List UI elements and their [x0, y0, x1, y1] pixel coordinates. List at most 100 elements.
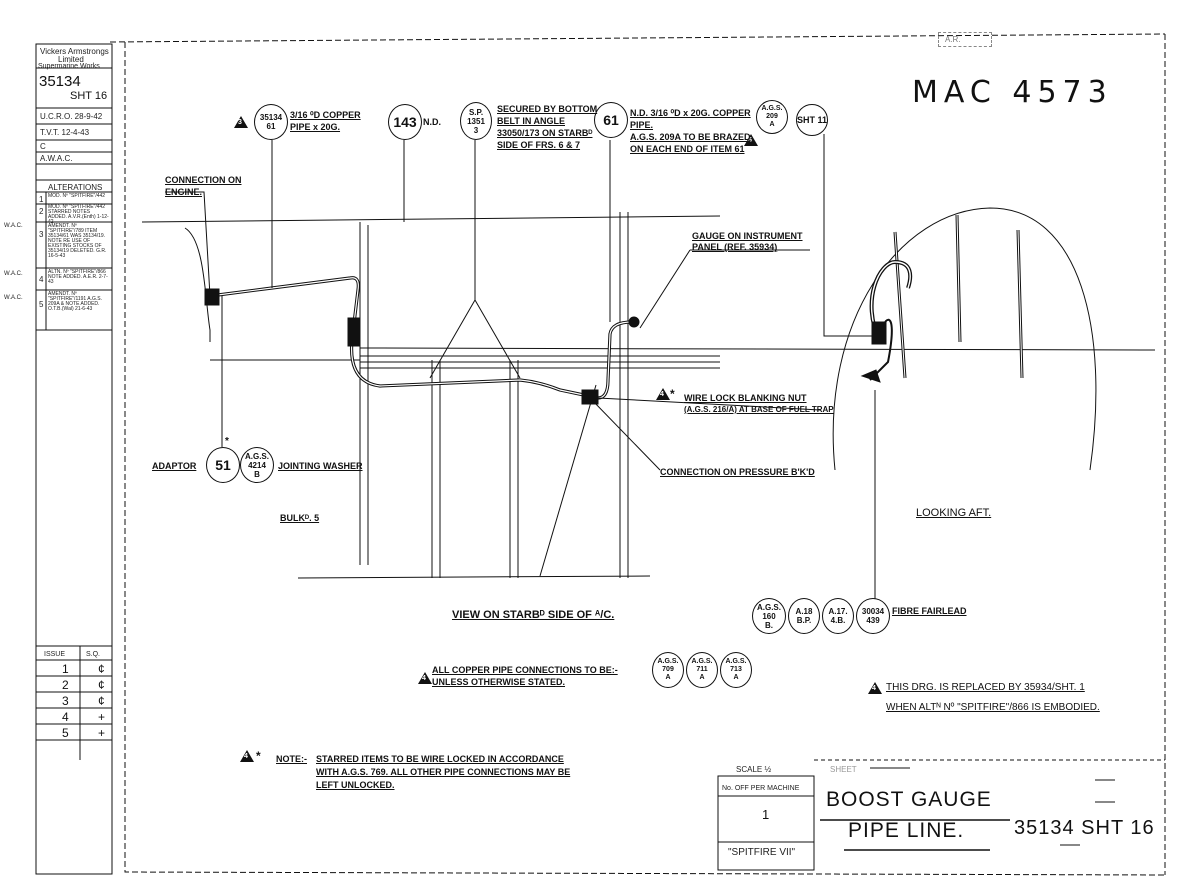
issue-num: 1: [62, 662, 69, 676]
sheet-label: SHEET: [830, 765, 857, 774]
callout-nd-copper-2: PIPE.: [630, 120, 654, 130]
callout-wire-lock-1: WIRE LOCK BLANKING NUT: [684, 393, 807, 403]
aft-frame-arc: [832, 207, 1097, 471]
bracket-diag: [539, 384, 597, 577]
callout-secured-1: SECURED BY BOTTOM: [497, 104, 598, 114]
ucr-date: U.C.R.O. 28-9-42: [40, 112, 103, 121]
callout-jointing-washer: JOINTING WASHER: [278, 461, 363, 471]
callout-wire-lock-2: (A.G.S. 216/A) AT BASE OF FUEL TRAP: [684, 405, 834, 414]
bulkhead-label: BULKᴰ. 5: [280, 513, 320, 523]
callout-ags209-1: A.G.S. 209A TO BE BRAZED: [630, 132, 751, 142]
alteration-num: 4: [39, 275, 44, 284]
bubble-51: 51: [206, 447, 240, 483]
alteration-text: MOD. Nº "SPITFIRE"/442: [48, 193, 106, 199]
all-copper-1: ALL COPPER PIPE CONNECTIONS TO BE:-: [432, 665, 618, 675]
alteration-text: AMENDT. Nº "SPITFIRE"/1191 A.G.S. 209A &…: [48, 291, 103, 312]
longerons: [210, 347, 1156, 369]
note-line-3: LEFT UNLOCKED.: [316, 780, 395, 790]
wac-label: W.A.C.: [4, 223, 23, 229]
callout-secured-3: 33050/173 ON STARBᴰ: [497, 128, 593, 138]
alteration-text: ALTN. Nº "SPITFIRE"/866 NOTE ADDED. A.E.…: [48, 269, 108, 285]
wac-label: W.A.C.: [4, 295, 23, 301]
star-mark: *: [670, 387, 675, 401]
c-label: C: [40, 142, 46, 151]
strip-drawing-number: 35134: [39, 73, 81, 90]
issue-num: 3: [62, 694, 69, 708]
callout-copper-pipe-2: PIPE x 20G.: [290, 122, 341, 132]
star-mark: *: [256, 749, 261, 763]
callout-connection-engine-2: ENGINE.: [165, 187, 203, 197]
callout-gauge-2: PANEL (REF. 35934): [692, 242, 778, 252]
bubble-a17-4b: A.17.4.B.: [822, 598, 854, 634]
replaced-note-2: WHEN ALTᴺ Nº "SPITFIRE"/866 IS EMBODIED.: [886, 702, 1100, 713]
issue-num: 2: [62, 678, 69, 692]
revision-triangle: 4: [656, 388, 670, 400]
note-line-2: WITH A.G.S. 769. ALL OTHER PIPE CONNECTI…: [316, 767, 571, 777]
callout-nd-copper-1: N.D. 3/16 ⁰D x 20G. COPPER: [630, 108, 751, 118]
title-strip: [35, 43, 113, 875]
wac-label: W.A.C.: [4, 271, 23, 277]
revision-triangle: 3: [234, 116, 248, 128]
revision-triangle: 4: [240, 750, 254, 762]
issue-sq: +: [98, 710, 106, 724]
revision-triangle: 4: [418, 672, 432, 684]
view-label: VIEW ON STARBᴰ SIDE OF ᴬ/C.: [452, 609, 615, 621]
issue-num: 4: [62, 710, 69, 724]
callout-connection-pressure: CONNECTION ON PRESSURE B'K'D: [660, 467, 815, 477]
revision-triangle: 5: [744, 134, 758, 146]
sheet-border: [109, 33, 1166, 876]
star-mark: *: [225, 436, 229, 447]
issue-sq: +: [98, 726, 106, 740]
bubble-sht-11: SHT 11: [796, 104, 828, 136]
title-line-2: PIPE LINE.: [848, 819, 965, 842]
engine-cowl: [184, 227, 211, 342]
alteration-num: 1: [39, 195, 44, 204]
lower-frame: [297, 575, 651, 579]
pipe-line: [209, 276, 633, 400]
awac-label: A.W.A.C.: [40, 154, 73, 163]
scale-label: SCALE ½: [736, 765, 772, 774]
callout-connection-engine-1: CONNECTION ON: [165, 175, 242, 185]
fuselage-top-line: [141, 215, 721, 223]
leader-engine: [165, 191, 211, 297]
alterations-heading: ALTERATIONS: [48, 183, 103, 192]
issue-sq: ¢: [98, 678, 105, 692]
tvt-date: T.V.T. 12-4-43: [40, 128, 90, 137]
per-machine-label: No. OFF PER MACHINE: [722, 785, 800, 792]
issue-header: ISSUE: [44, 651, 66, 658]
replaced-note-1: THIS DRG. IS REPLACED BY 35934/SHT. 1: [886, 682, 1085, 693]
callout-gauge-1: GAUGE ON INSTRUMENT: [692, 231, 803, 241]
callout-copper-pipe-1: 3/16 ⁰D COPPER: [290, 110, 361, 120]
handwritten-reference: MAC 4573: [912, 75, 1113, 110]
firm-line-3: Supermarine Works: [38, 63, 100, 70]
alteration-num: 2: [39, 207, 44, 216]
bubble-61: 61: [594, 102, 628, 138]
sq-header: S.Q.: [86, 651, 101, 658]
alteration-text: MOD. Nº "SPITFIRE"/442 STARRED NOTES ADD…: [48, 204, 109, 225]
firm-line-2: Limited: [58, 55, 84, 64]
firm-line-1: Vickers Armstrongs: [40, 47, 109, 56]
aircraft-label: "SPITFIRE VII": [728, 847, 796, 858]
fibre-fairlead-label: FIBRE FAIRLEAD: [892, 606, 967, 616]
alteration-text: AMENDT. Nº "SPITFIRE"/789 ITEM 35134/61 …: [48, 223, 107, 259]
strip-sheet: SHT 16: [70, 90, 108, 102]
bottom-title-block: [717, 775, 815, 871]
callout-secured-2: BELT IN ANGLE: [497, 116, 565, 126]
bracket-v: [429, 222, 521, 379]
all-copper-2: UNLESS OTHERWISE STATED.: [432, 677, 566, 687]
note-line-1: STARRED ITEMS TO BE WIRE LOCKED IN ACCOR…: [316, 754, 564, 764]
issue-sq: ¢: [98, 694, 105, 708]
looking-aft-label: LOOKING AFT.: [916, 507, 992, 519]
issue-sq: ¢: [98, 662, 105, 676]
